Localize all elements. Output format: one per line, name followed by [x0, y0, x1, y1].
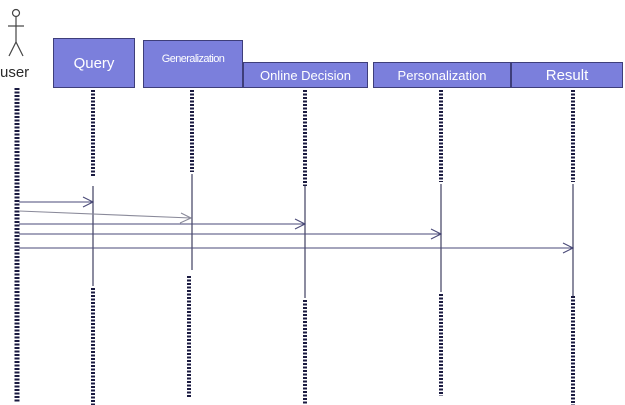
message-to-query [19, 196, 95, 208]
participant-query: Query [53, 38, 135, 88]
actor-label-user: user [0, 64, 30, 81]
participant-label-result: Result [545, 66, 589, 84]
participant-result: Result [511, 62, 623, 88]
participant-generalization: Generalization [143, 40, 243, 88]
message-to-online-decision [19, 218, 307, 230]
participant-label-generalization: Generalization [161, 53, 225, 65]
participant-online-decision: Online Decision [243, 62, 368, 88]
lifeline-generalization [187, 90, 194, 398]
participant-label-personalization: Personalization [397, 67, 487, 83]
participant-personalization: Personalization [373, 62, 511, 88]
message-to-personalization [19, 228, 443, 240]
message-to-result [19, 242, 575, 254]
participant-label-online-decision: Online Decision [259, 67, 352, 83]
user-actor-icon [8, 8, 24, 57]
message-to-generalization [18, 210, 193, 224]
participant-label-query: Query [73, 54, 115, 72]
